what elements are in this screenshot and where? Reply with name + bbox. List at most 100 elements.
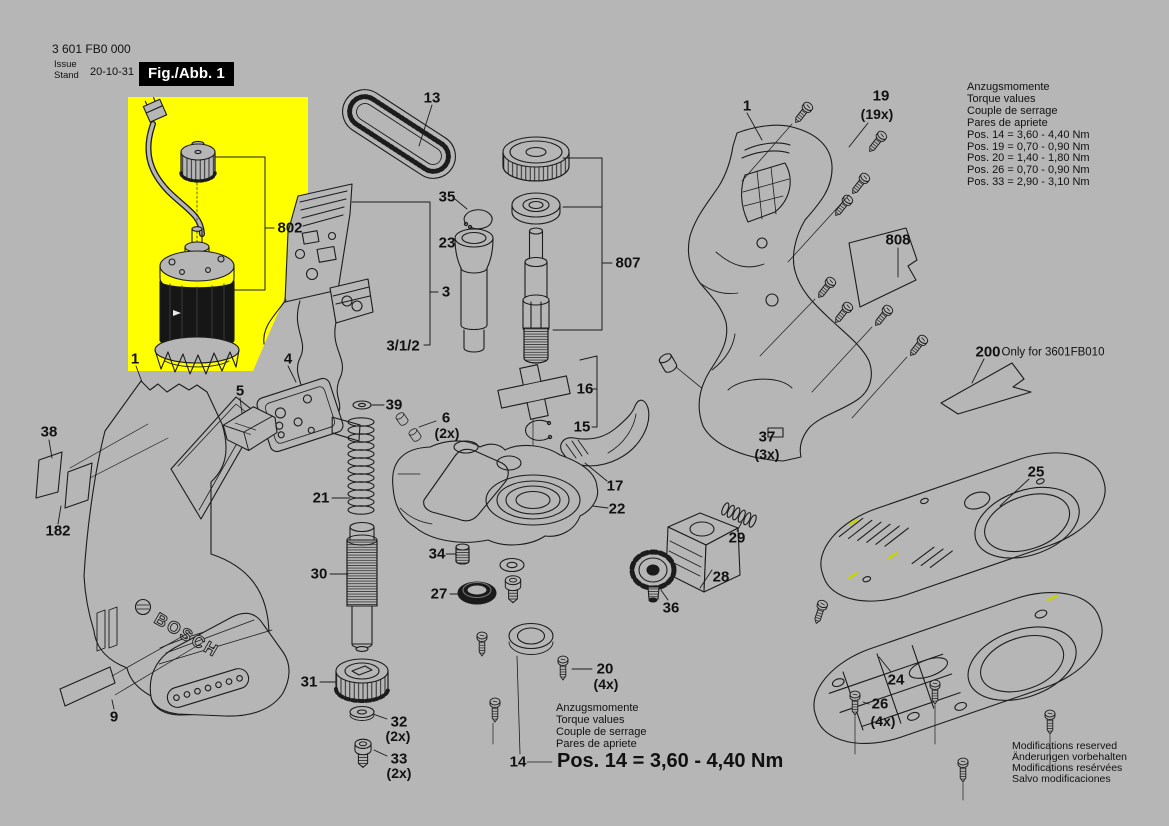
mounting-plate-4-drawing bbox=[256, 377, 361, 453]
bearing-drawing bbox=[511, 192, 561, 225]
torque-heading-fr: Couple de serrage bbox=[556, 725, 647, 738]
torque-row: Pos. 14 = 3,60 - 4,40 Nm bbox=[967, 128, 1090, 141]
leader-802 bbox=[214, 156, 275, 291]
leader-807 bbox=[552, 157, 613, 331]
spring-21-drawing bbox=[347, 417, 375, 515]
plate-24-drawing bbox=[801, 575, 1116, 765]
part-label-14: 14 bbox=[509, 753, 527, 771]
star-knob-36-drawing bbox=[629, 549, 677, 603]
sticker-182-drawing bbox=[64, 462, 93, 509]
screw-20-drawing bbox=[476, 631, 488, 657]
modifications-note: Modifications reserved Änderungen vorbeh… bbox=[1012, 741, 1127, 785]
part-label-30: 30 bbox=[310, 565, 328, 583]
screw-19-drawing bbox=[831, 299, 855, 327]
part-label-5: 5 bbox=[235, 382, 245, 400]
torque-heading-en: Torque values bbox=[556, 713, 625, 726]
washer-32-drawing bbox=[349, 705, 375, 719]
snap-ring-15-drawing bbox=[524, 419, 551, 441]
modifications-line: Modifications resérvées bbox=[1012, 762, 1123, 774]
part-label-33: 33 bbox=[390, 750, 408, 768]
torque-heading-en: Torque values bbox=[967, 92, 1036, 105]
cross-slider-drawing bbox=[497, 364, 571, 420]
right-housing-drawing bbox=[687, 124, 872, 462]
torque-value-pos14: Pos. 14 = 3,60 - 4,40 Nm bbox=[557, 750, 784, 772]
part-label-19: 19 bbox=[872, 87, 890, 105]
bottom-torque-note: Anzugsmomente Torque values Couple de se… bbox=[556, 702, 647, 751]
set-screw-34-drawing bbox=[455, 543, 470, 565]
part-label-17: 17 bbox=[606, 477, 624, 495]
damper-37-drawing bbox=[657, 351, 679, 375]
left-housing-drawing bbox=[83, 380, 290, 717]
part-label-9: 9 bbox=[109, 708, 119, 726]
washer-drawing bbox=[499, 557, 525, 573]
part-label-15: 15 bbox=[573, 418, 591, 436]
screw-20-drawing bbox=[489, 697, 501, 723]
screw-26-drawing bbox=[1044, 709, 1056, 735]
part-label-35: 35 bbox=[438, 188, 456, 206]
part-label-13: 13 bbox=[423, 89, 441, 107]
part-label-25: 25 bbox=[1027, 463, 1045, 481]
part-label-3-1-2: 3/1/2 bbox=[386, 337, 420, 355]
modifications-line: Salvo modificaciones bbox=[1012, 773, 1111, 785]
torque-heading-de: Anzugsmomente bbox=[967, 81, 1050, 93]
plate-25-drawing bbox=[808, 436, 1119, 622]
switch-5-drawing bbox=[222, 406, 284, 452]
part-label-1-left: 1 bbox=[130, 350, 140, 368]
clamp-block-drawing bbox=[665, 512, 741, 593]
part-qty-32: (2x) bbox=[385, 728, 411, 744]
part-note-200: Only for 3601FB010 bbox=[1001, 346, 1105, 359]
screw-19-drawing bbox=[848, 170, 872, 198]
leader-13 bbox=[418, 104, 433, 147]
screw-33-drawing bbox=[354, 738, 372, 769]
part-label-24: 24 bbox=[887, 671, 905, 689]
sticker-808-drawing bbox=[848, 227, 918, 308]
part-qty-33: (2x) bbox=[386, 765, 412, 781]
pin-6-drawing bbox=[407, 426, 423, 444]
part-label-29: 29 bbox=[728, 529, 746, 547]
leader-16-15 bbox=[579, 355, 598, 428]
part-qty-19: (19x) bbox=[860, 106, 894, 122]
part-label-16: 16 bbox=[576, 380, 594, 398]
snap-ring-35-drawing bbox=[463, 209, 493, 230]
electronics-module-drawing bbox=[263, 183, 374, 415]
part-label-3: 3 bbox=[441, 283, 451, 301]
part-label-20: 20 bbox=[596, 660, 614, 678]
issue-label: Issue bbox=[54, 59, 77, 70]
part-label-31: 31 bbox=[300, 673, 318, 691]
part-label-182: 182 bbox=[45, 522, 71, 540]
leader-3 bbox=[351, 201, 439, 346]
part-label-32: 32 bbox=[390, 713, 408, 731]
figure-title-badge: Fig./Abb. 1 bbox=[139, 62, 234, 86]
part-label-807: 807 bbox=[615, 254, 641, 272]
sticker-200-drawing bbox=[940, 362, 1032, 415]
part-label-36: 36 bbox=[662, 599, 680, 617]
screw-19-drawing bbox=[906, 332, 930, 360]
part-label-27: 27 bbox=[430, 585, 448, 603]
washer-39-drawing bbox=[352, 400, 372, 410]
modifications-line: Modifications reserved bbox=[1012, 740, 1118, 752]
sticker-38-drawing bbox=[35, 451, 63, 499]
lever-17-drawing bbox=[560, 399, 650, 467]
torque-values-table: Anzugsmomente Torque values Couple de se… bbox=[967, 81, 1090, 189]
part-label-38: 38 bbox=[40, 423, 58, 441]
torque-heading-es: Pares de apriete bbox=[967, 116, 1048, 129]
part-label-808: 808 bbox=[885, 231, 911, 249]
part-label-21: 21 bbox=[312, 489, 330, 507]
bolt-drawing bbox=[504, 575, 522, 604]
seal-washer-drawing bbox=[508, 622, 554, 655]
document-part-number: 3 601 FB0 000 bbox=[52, 42, 131, 56]
part-qty-6: (2x) bbox=[434, 425, 460, 441]
screw-20-drawing bbox=[557, 655, 569, 681]
knob-31-drawing bbox=[334, 658, 390, 703]
spring-screw-29-drawing bbox=[721, 502, 757, 528]
pulley-drawing bbox=[502, 136, 570, 182]
torque-row: Pos. 26 = 0,70 - 0,90 Nm bbox=[967, 164, 1090, 177]
part-label-34: 34 bbox=[428, 545, 446, 563]
part-qty-20: (4x) bbox=[593, 676, 619, 692]
part-qty-37: (3x) bbox=[754, 446, 780, 462]
part-label-23: 23 bbox=[438, 234, 456, 252]
part-qty-26: (4x) bbox=[870, 713, 896, 729]
screw-19-drawing bbox=[814, 274, 838, 302]
part-label-200: 200 bbox=[975, 343, 1001, 361]
part-label-1-right: 1 bbox=[742, 97, 752, 115]
